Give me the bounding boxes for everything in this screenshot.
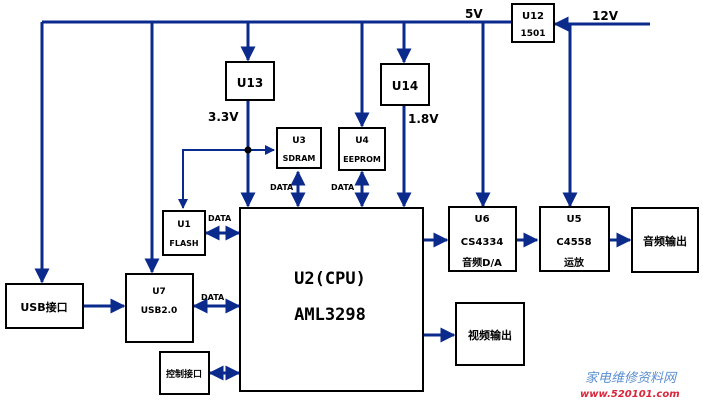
u1-part: FLASH: [169, 239, 198, 248]
u12-regulator: U12 1501: [511, 3, 555, 43]
label-1v8: 1.8V: [408, 112, 439, 126]
u3-label: U3: [292, 136, 306, 146]
u4-label: U4: [355, 136, 369, 146]
u2-label: U2(CPU): [294, 269, 366, 289]
audio-out-label: 音频输出: [643, 234, 687, 248]
data-label-eeprom: DATA: [331, 183, 355, 192]
u4-part: EEPROM: [343, 155, 381, 164]
u5-desc: 运放: [564, 256, 585, 269]
u14-regulator: U14: [380, 63, 430, 106]
u13-regulator: U13: [225, 61, 275, 101]
u12-part: 1501: [520, 29, 545, 39]
wire-3v3-flash: [178, 149, 248, 209]
u6-part: CS4334: [461, 237, 504, 248]
u12-label: U12: [522, 11, 544, 22]
label-5v: 5V: [465, 7, 483, 21]
u7-label: U7: [152, 287, 166, 297]
data-label-usb: DATA: [201, 293, 225, 302]
audio-output: 音频输出: [631, 207, 699, 273]
watermark: 家电维修资料网 www.520101.com: [580, 370, 680, 400]
video-output: 视频输出: [455, 302, 525, 366]
watermark-text: 家电维修资料网: [585, 370, 678, 386]
u6-label: U6: [474, 214, 489, 225]
u1-flash: U1 FLASH: [162, 210, 206, 256]
label-12v: 12V: [592, 9, 619, 23]
video-out-label: 视频输出: [468, 328, 512, 342]
label-3v3: 3.3V: [208, 110, 239, 124]
u7-part: USB2.0: [141, 306, 178, 316]
control-port: 控制接口: [159, 351, 210, 395]
data-label-flash: DATA: [208, 214, 232, 223]
u3-part: SDRAM: [283, 154, 316, 163]
u14-label: U14: [392, 79, 418, 93]
u1-label: U1: [177, 220, 191, 230]
u3-sdram: U3 SDRAM: [276, 127, 322, 169]
ctrl-port-label: 控制接口: [166, 368, 202, 380]
u7-usb: U7 USB2.0: [125, 273, 194, 343]
wires: [34, 16, 650, 381]
u6-dac: U6 CS4334 音频D/A: [448, 206, 517, 272]
data-label-sdram: DATA: [270, 183, 294, 192]
u6-desc: 音频D/A: [462, 256, 502, 269]
u5-opamp: U5 C4558 运放: [539, 206, 610, 272]
u4-eeprom: U4 EEPROM: [338, 127, 386, 171]
watermark-url: www.520101.com: [580, 389, 680, 400]
usb-port-label: USB接口: [20, 300, 67, 314]
u2-part: AML3298: [294, 305, 366, 325]
u5-label: U5: [566, 214, 581, 225]
u5-part: C4558: [556, 237, 591, 248]
u13-label: U13: [237, 76, 263, 90]
usb-port: USB接口: [5, 283, 84, 329]
u2-cpu: U2(CPU) AML3298: [239, 207, 424, 392]
junction-dot: [244, 146, 252, 154]
